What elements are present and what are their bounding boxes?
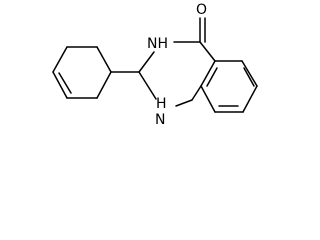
bond-set: [52, 17, 258, 113]
bond-c8a-c4a: [200, 60, 216, 87]
bond-inner-3: [206, 67, 218, 87]
nh-upper-label: NH: [147, 36, 168, 52]
bond-c6-c7: [242, 85, 258, 113]
structure-diagram: O NH H N: [52, 2, 258, 128]
bond-cy3-cy4: [52, 46, 68, 73]
bond-n1-c8a: [175, 99, 193, 107]
bond-cy4-cy5: [52, 71, 68, 99]
bond-c8-c8a: [200, 85, 216, 113]
bond-n3-c2: [138, 51, 155, 73]
oxygen-label: O: [196, 2, 207, 18]
bond-c8a-n1-link: [191, 85, 202, 101]
bond-inner-1: [243, 67, 255, 87]
bond-cy4-cy5-double: [58, 72, 72, 94]
bond-cy1-cy2: [96, 46, 112, 73]
bond-c2-n1: [138, 71, 157, 100]
nh-lower-n-label: N: [155, 112, 165, 128]
bond-c5-c6: [241, 60, 258, 87]
bond-cy6-cy1: [96, 71, 112, 99]
bond-c4-c4a: [199, 41, 216, 62]
nh-lower-h-label: H: [156, 96, 167, 112]
molecule-canvas: O NH H N: [52, 2, 258, 128]
